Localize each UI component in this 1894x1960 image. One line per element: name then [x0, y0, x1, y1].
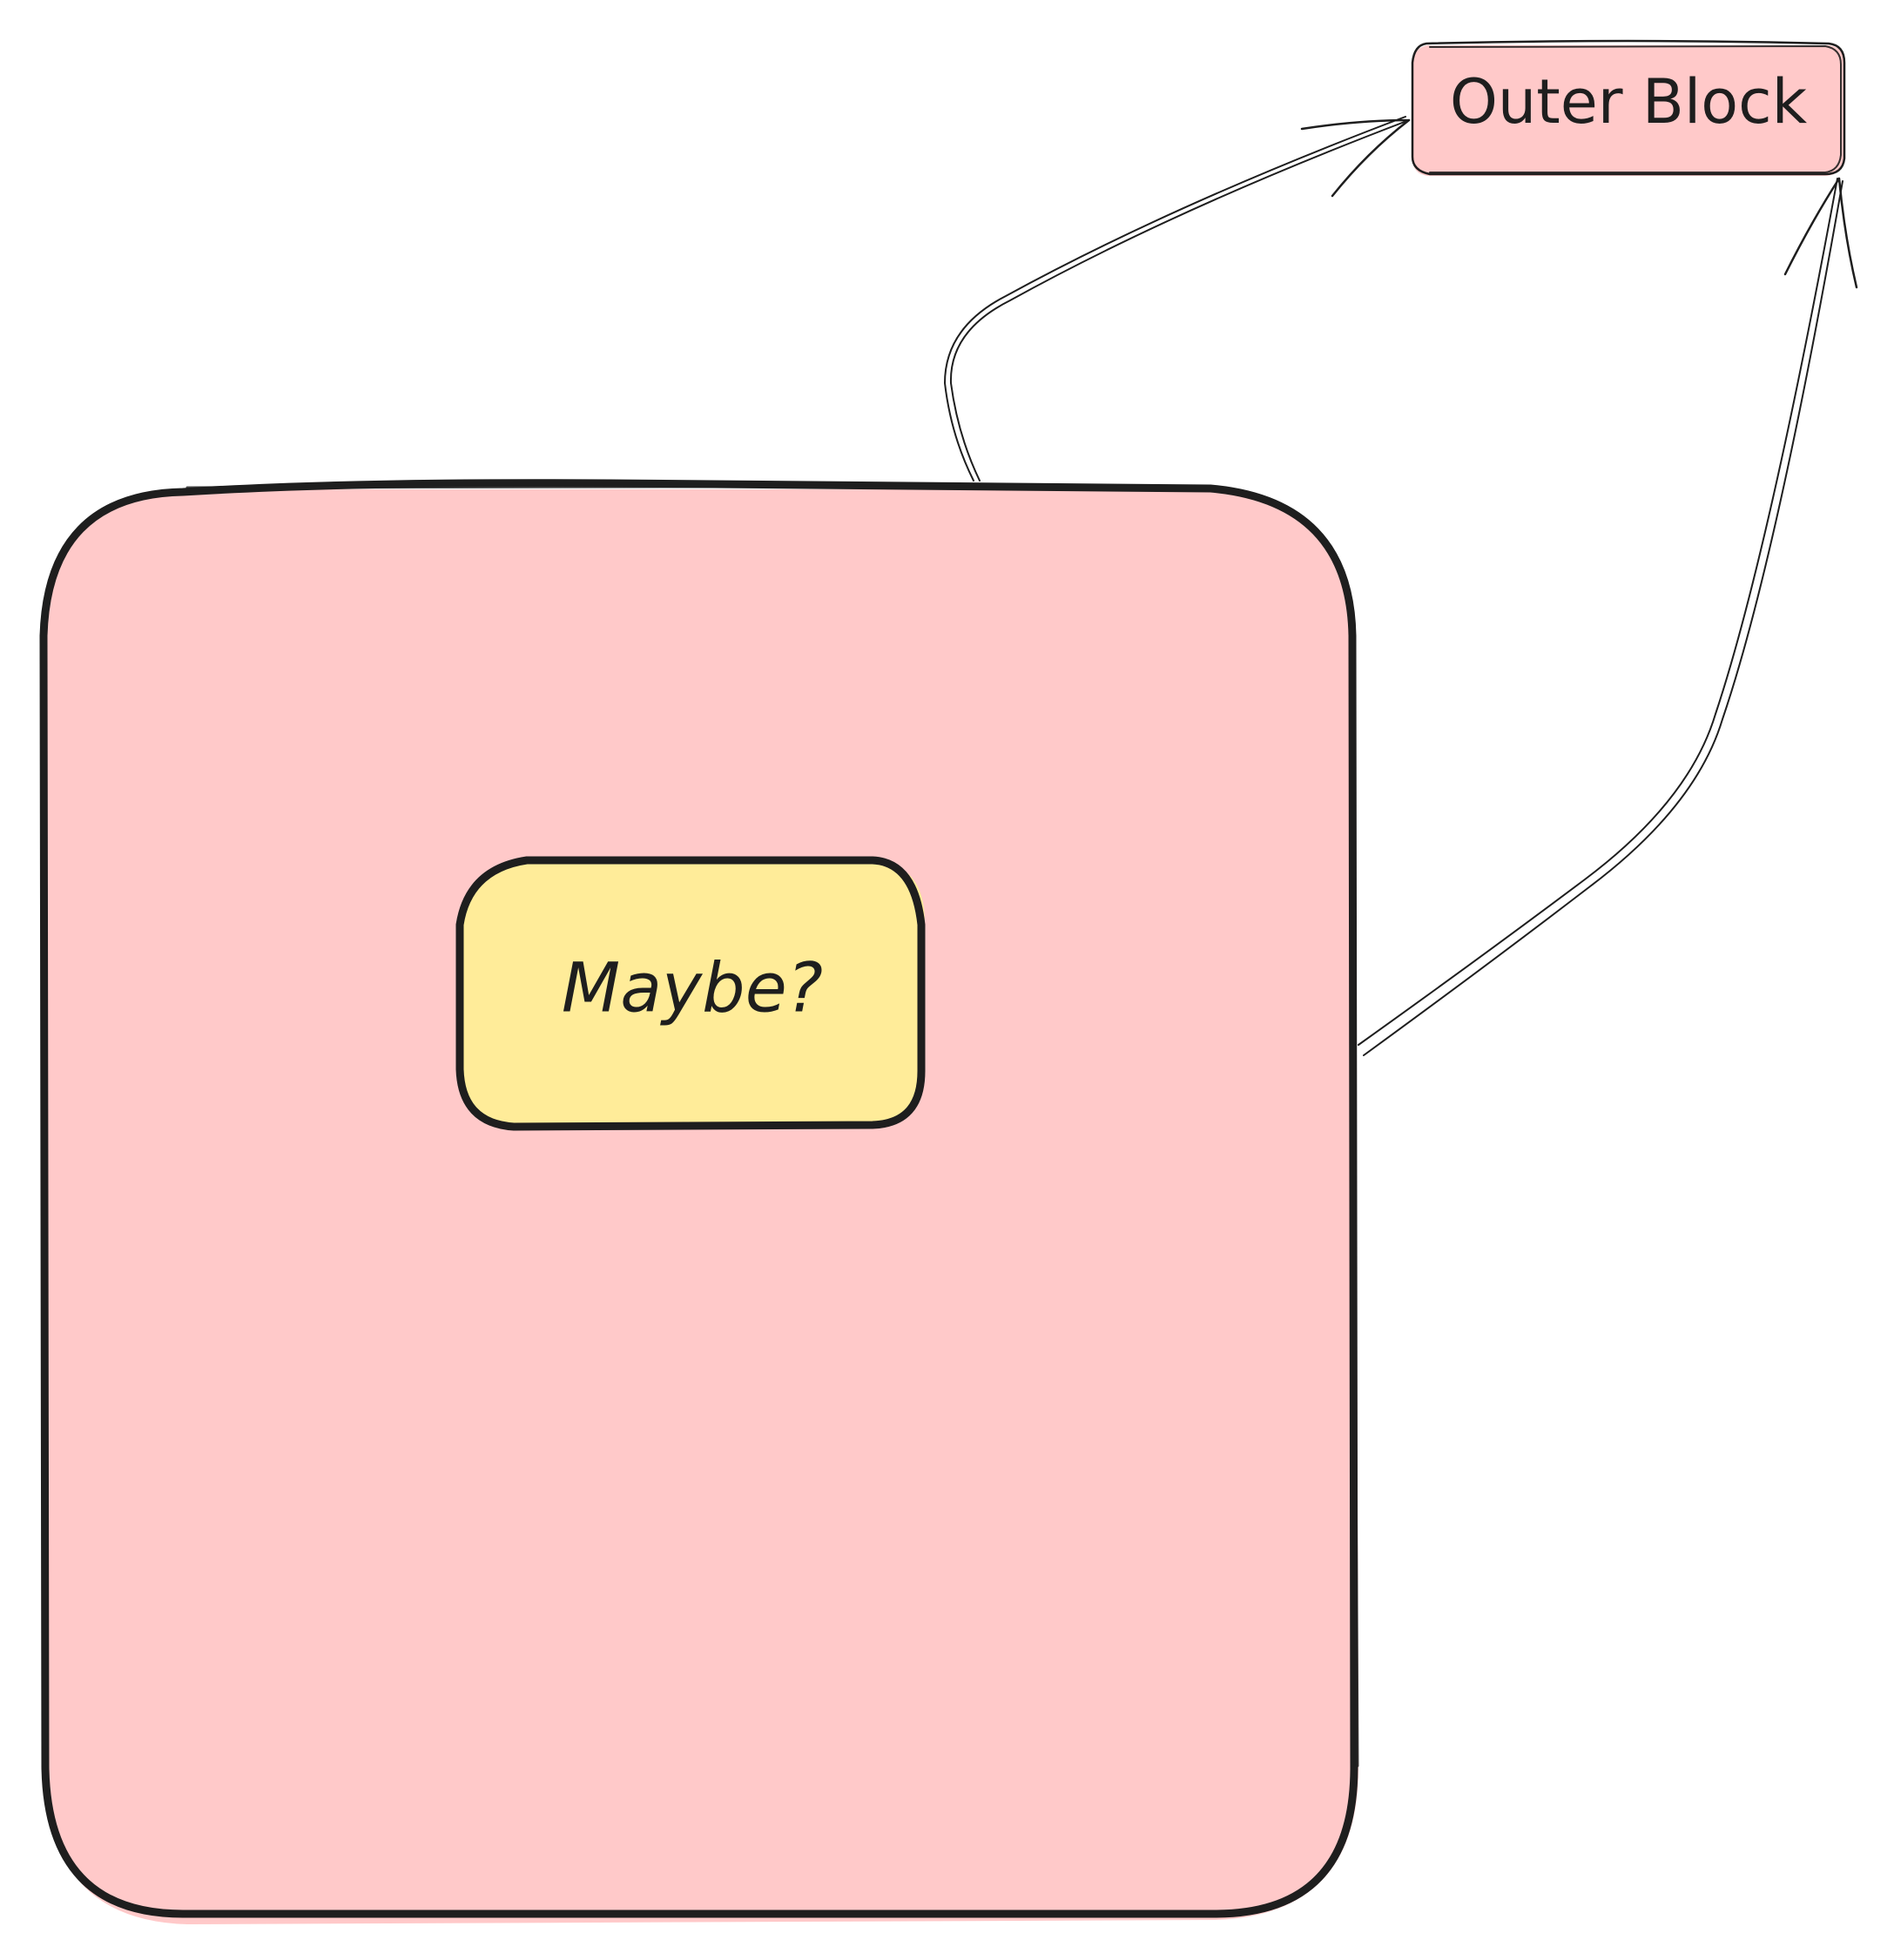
maybe-node-border	[455, 856, 926, 1131]
edge-arrow-right-line	[1358, 178, 1838, 1046]
edge-arrow-top[interactable]	[943, 116, 1411, 482]
edge-arrow-right-line-sketch	[1363, 180, 1843, 1056]
outer-block-node[interactable]: Outer Block	[1411, 39, 1846, 176]
large-container-border-sketch	[185, 484, 1359, 1768]
maybe-node[interactable]: Maybe?	[455, 856, 926, 1131]
large-container-fill	[45, 489, 1358, 1924]
outer-block-border-sketch	[1429, 44, 1842, 173]
maybe-node-label: Maybe?	[562, 949, 823, 1027]
maybe-node-fill	[460, 862, 925, 1125]
edge-arrow-top-line-sketch	[943, 116, 1406, 482]
edge-arrow-top-head	[1300, 118, 1411, 198]
edge-arrow-right-head	[1783, 177, 1858, 289]
outer-block-label: Outer Block	[1450, 66, 1808, 138]
edge-arrow-top-line	[949, 119, 1410, 482]
outer-block-border	[1411, 39, 1846, 176]
large-container-border	[39, 479, 1358, 1918]
large-container-node[interactable]	[39, 479, 1359, 1924]
edge-arrow-right[interactable]	[1358, 177, 1858, 1056]
outer-block-fill	[1412, 45, 1844, 176]
